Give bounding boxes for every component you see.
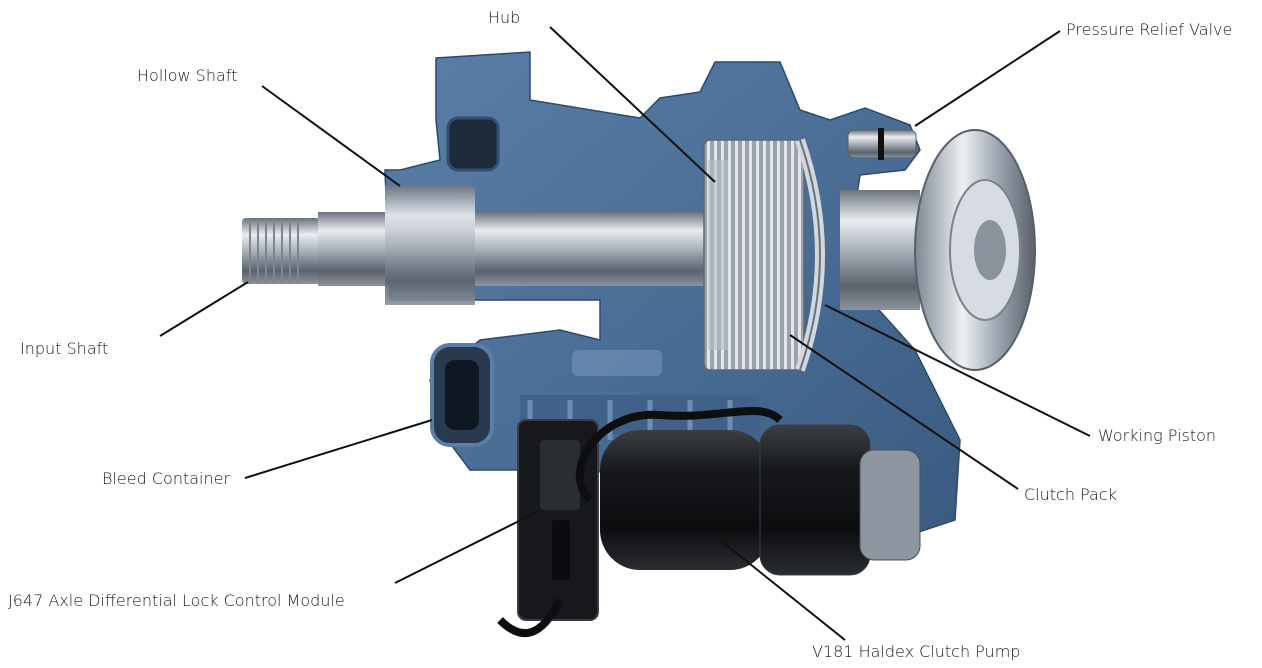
leader-lines: [159, 26, 1091, 641]
bleed-container: [430, 343, 494, 447]
leader-working-piston: [824, 304, 1091, 437]
working-piston: [795, 138, 825, 372]
output-flange: [840, 129, 1036, 371]
leader-bleed-container: [244, 419, 433, 479]
leader-input-shaft: [159, 281, 249, 337]
label-j647-module: J647 Axle Differential Lock Control Modu…: [8, 591, 345, 610]
leader-v181-pump: [719, 539, 846, 641]
label-input-shaft: Input Shaft: [20, 339, 109, 358]
label-pressure-relief-valve: Pressure Relief Valve: [1066, 20, 1233, 39]
input-shaft: [242, 185, 708, 305]
leader-j647-module: [394, 511, 538, 584]
pressure-relief-valve: [847, 128, 917, 160]
label-clutch-pack: Clutch Pack: [1024, 485, 1117, 504]
leader-pressure-relief-valve: [914, 30, 1061, 127]
leader-hub: [549, 26, 716, 183]
leader-hollow-shaft: [261, 85, 401, 187]
label-v181-pump: V181 Haldex Clutch Pump: [812, 642, 1021, 661]
pump-motor: [497, 406, 921, 638]
label-hub: Hub: [488, 8, 521, 27]
label-hollow-shaft: Hollow Shaft: [137, 66, 238, 85]
label-working-piston: Working Piston: [1098, 426, 1217, 445]
clutch-pack: [703, 139, 805, 371]
label-bleed-container: Bleed Container: [102, 469, 231, 488]
leader-clutch-pack: [789, 334, 1019, 490]
